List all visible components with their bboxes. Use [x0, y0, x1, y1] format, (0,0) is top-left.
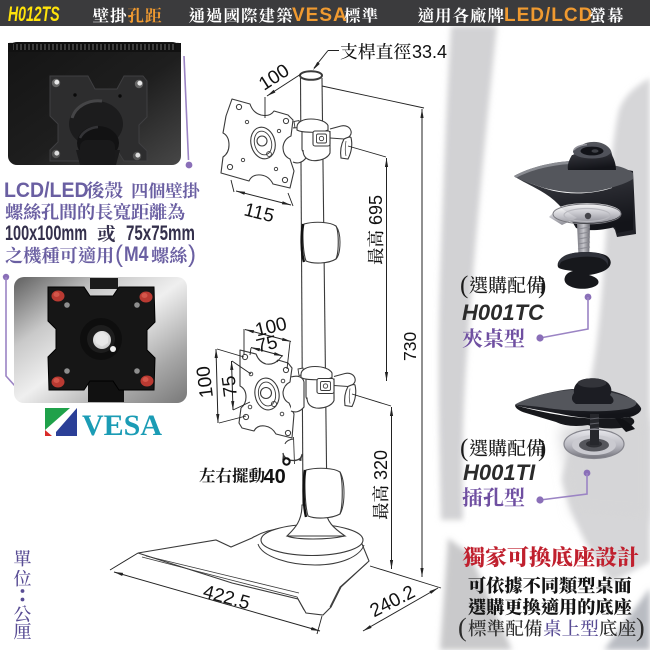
svg-text:75: 75: [254, 332, 279, 357]
svg-text:(: (: [115, 241, 123, 268]
svg-text:H001TI: H001TI: [463, 460, 536, 485]
svg-text:33.4: 33.4: [412, 42, 447, 62]
svg-text:100x100mm: 100x100mm: [5, 221, 87, 244]
svg-text:(: (: [460, 435, 468, 462]
svg-text:VESA: VESA: [82, 409, 162, 442]
svg-text:(: (: [458, 613, 467, 642]
svg-text:): ): [538, 435, 546, 462]
svg-text:75x75mm: 75x75mm: [126, 220, 195, 244]
svg-text:695: 695: [366, 195, 386, 225]
svg-text:LED/LCD: LED/LCD: [504, 5, 593, 26]
svg-text:H012TS: H012TS: [8, 2, 60, 25]
svg-text:730: 730: [400, 332, 420, 361]
svg-text:M4: M4: [124, 243, 149, 267]
svg-text:): ): [188, 241, 196, 268]
svg-text:75: 75: [219, 374, 242, 398]
svg-text:100: 100: [193, 365, 218, 399]
svg-text:LCD/LED: LCD/LED: [4, 179, 89, 202]
svg-text:40: 40: [264, 466, 286, 488]
svg-text:320: 320: [371, 450, 391, 480]
svg-text:VESA: VESA: [292, 5, 348, 26]
svg-text:): ): [538, 272, 546, 299]
svg-text:(: (: [460, 272, 468, 299]
svg-text:H001TC: H001TC: [462, 300, 545, 325]
svg-text:): ): [636, 613, 645, 642]
